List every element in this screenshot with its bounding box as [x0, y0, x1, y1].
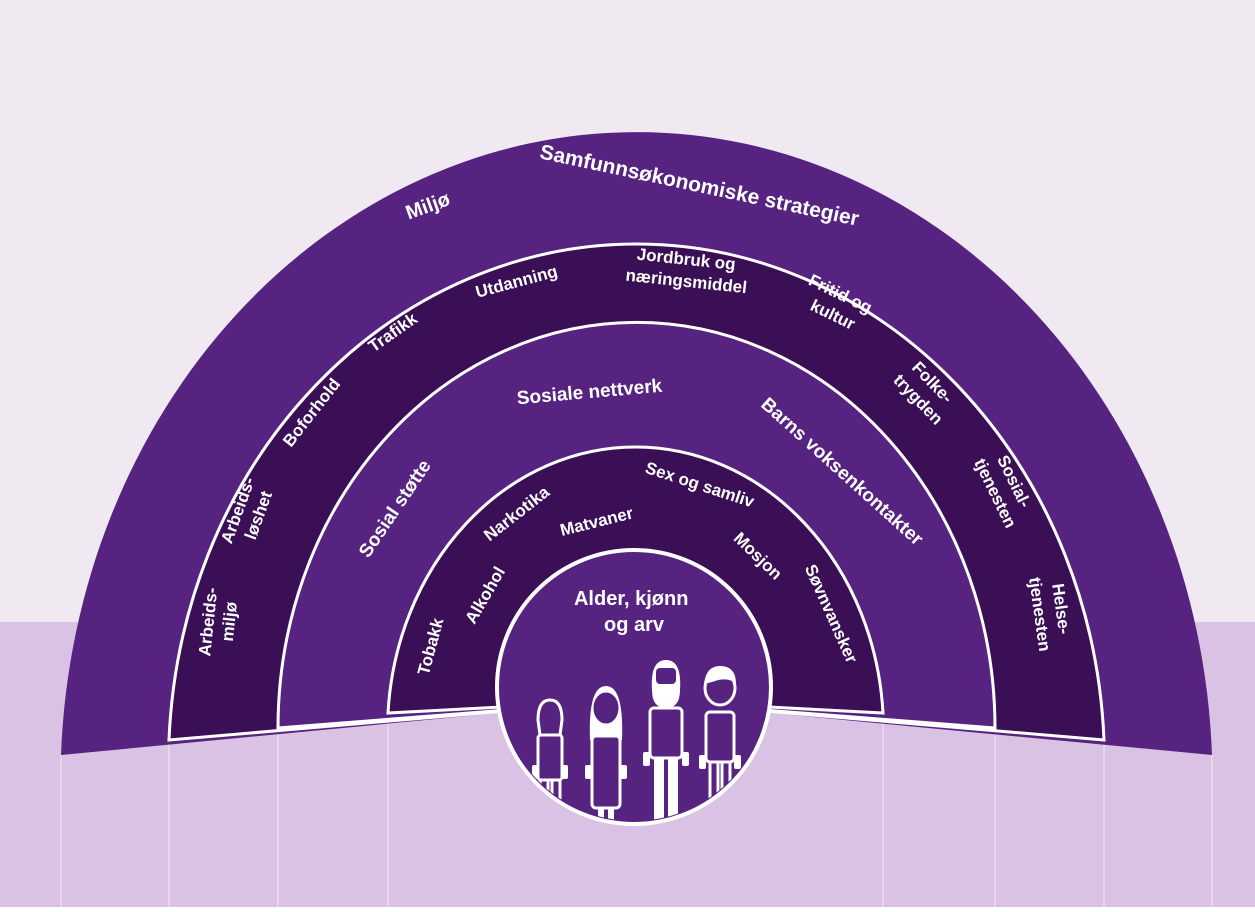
core-label: Alder, kjønn og arv [574, 588, 694, 636]
woman-figure [585, 686, 627, 820]
ground-column-lines [60, 713, 1213, 907]
boy-figure [532, 698, 568, 802]
bearded-man-figure [643, 660, 689, 820]
